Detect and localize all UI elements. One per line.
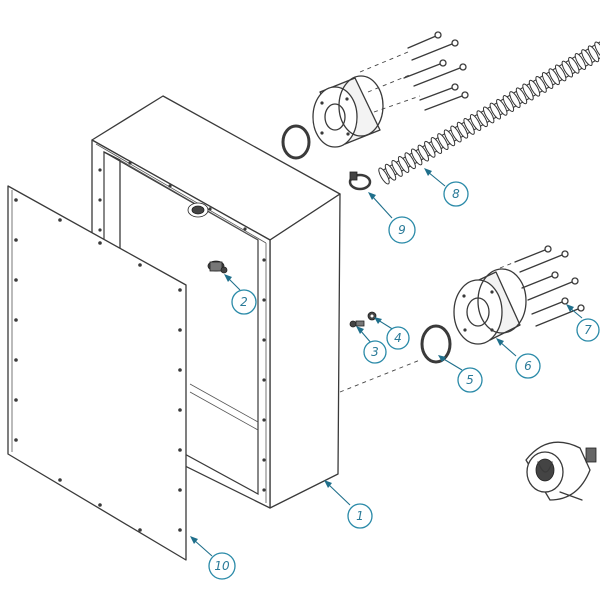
hose-rib bbox=[411, 148, 423, 166]
hose-rib bbox=[430, 137, 443, 154]
hose-rib bbox=[568, 56, 580, 74]
top-flange bbox=[312, 75, 384, 148]
callout-1-label: 1 bbox=[356, 509, 364, 523]
hose-rib bbox=[574, 53, 587, 70]
hose-rib bbox=[515, 87, 528, 105]
cover-plate bbox=[7, 185, 187, 561]
callout-3-label: 3 bbox=[371, 345, 379, 359]
top-bolts bbox=[359, 31, 469, 113]
hose-rib bbox=[391, 159, 403, 177]
hose-rib bbox=[437, 133, 449, 151]
alignment-line bbox=[339, 359, 421, 393]
hose-rib bbox=[587, 45, 600, 63]
hose-rib bbox=[443, 129, 456, 147]
callout-8: 8 bbox=[443, 181, 469, 207]
callout-2: 2 bbox=[231, 289, 257, 315]
hose-rib bbox=[555, 64, 567, 82]
hose-rib bbox=[489, 102, 501, 120]
callout-9-label: 9 bbox=[398, 223, 406, 237]
hose-rib bbox=[522, 83, 534, 101]
hose-rib bbox=[469, 114, 482, 131]
lower-gasket bbox=[420, 324, 452, 364]
callout-3: 3 bbox=[363, 340, 387, 364]
callout-10-label: 10 bbox=[214, 559, 230, 573]
hose-rib bbox=[456, 121, 469, 139]
callout-7: 7 bbox=[576, 318, 600, 342]
callout-1: 1 bbox=[347, 503, 373, 529]
hose-rib bbox=[378, 167, 390, 185]
callout-9: 9 bbox=[388, 216, 416, 244]
callout-8-label: 8 bbox=[452, 187, 460, 201]
hose-rib bbox=[528, 79, 541, 97]
callout-4-label: 4 bbox=[394, 331, 402, 345]
corrugated-hose bbox=[378, 41, 600, 185]
callout-6-label: 6 bbox=[524, 359, 532, 373]
hose-rib bbox=[581, 49, 593, 67]
hose-rib bbox=[594, 41, 600, 59]
callout-4: 4 bbox=[386, 326, 410, 350]
hose-rib bbox=[561, 60, 573, 78]
hose-rib bbox=[397, 156, 410, 173]
hose-rib bbox=[417, 144, 429, 162]
lower-flange bbox=[453, 268, 527, 345]
screw-and-nut bbox=[349, 311, 377, 328]
hose-rib bbox=[483, 106, 495, 124]
hose-rib bbox=[463, 117, 475, 135]
hose-rib bbox=[424, 140, 436, 158]
lower-bolts bbox=[499, 245, 585, 327]
hose-rib bbox=[496, 98, 508, 116]
hose-rib bbox=[548, 68, 560, 86]
hose-rib bbox=[509, 91, 521, 109]
cable-gland bbox=[207, 260, 228, 274]
hose-rib bbox=[476, 110, 488, 128]
callout-10: 10 bbox=[208, 552, 236, 580]
hose-rib bbox=[384, 163, 397, 181]
callout-5-label: 5 bbox=[466, 373, 474, 387]
callout-5: 5 bbox=[457, 367, 483, 393]
callout-6: 6 bbox=[515, 353, 541, 379]
hose-clamp bbox=[348, 171, 372, 191]
top-gasket bbox=[281, 124, 311, 160]
hose-rib bbox=[404, 152, 416, 170]
callout-7-label: 7 bbox=[584, 323, 592, 337]
hose-rib bbox=[450, 125, 462, 143]
connector-fitting bbox=[525, 441, 597, 501]
hose-rib bbox=[502, 95, 515, 112]
hose-rib bbox=[541, 72, 554, 89]
callout-2-label: 2 bbox=[240, 295, 248, 309]
hose-rib bbox=[535, 75, 547, 93]
